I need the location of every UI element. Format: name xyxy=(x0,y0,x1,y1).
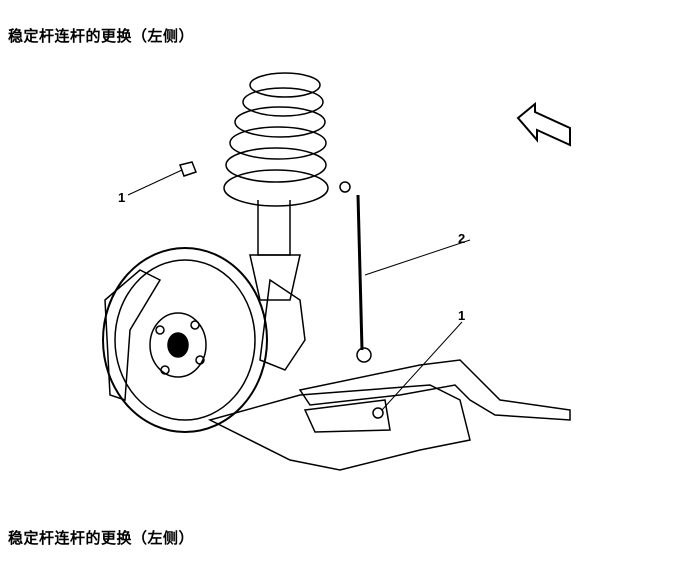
coil-spring xyxy=(223,72,329,207)
knuckle xyxy=(259,278,306,371)
drive-axle-boot xyxy=(303,399,391,433)
nut xyxy=(179,161,197,177)
brake-caliper xyxy=(104,269,162,402)
callout-1-lower-nut: 1 xyxy=(458,308,465,323)
stabilizer-bar xyxy=(298,359,571,421)
strut xyxy=(249,200,301,301)
page-title: 稳定杆连杆的更换（左侧） xyxy=(8,27,195,45)
callout-1-nut: 1 xyxy=(118,190,125,205)
lower-control-arm xyxy=(207,384,471,471)
stabilizer-link-illustration: 1 2 1 xyxy=(102,72,571,471)
brake-rotor xyxy=(102,247,268,433)
callout-2-link: 2 xyxy=(458,231,465,246)
stabilizer-link xyxy=(339,181,384,419)
direction-arrow-icon xyxy=(516,101,571,147)
section-heading: 稳定杆连杆的更换（左侧） xyxy=(8,529,195,547)
